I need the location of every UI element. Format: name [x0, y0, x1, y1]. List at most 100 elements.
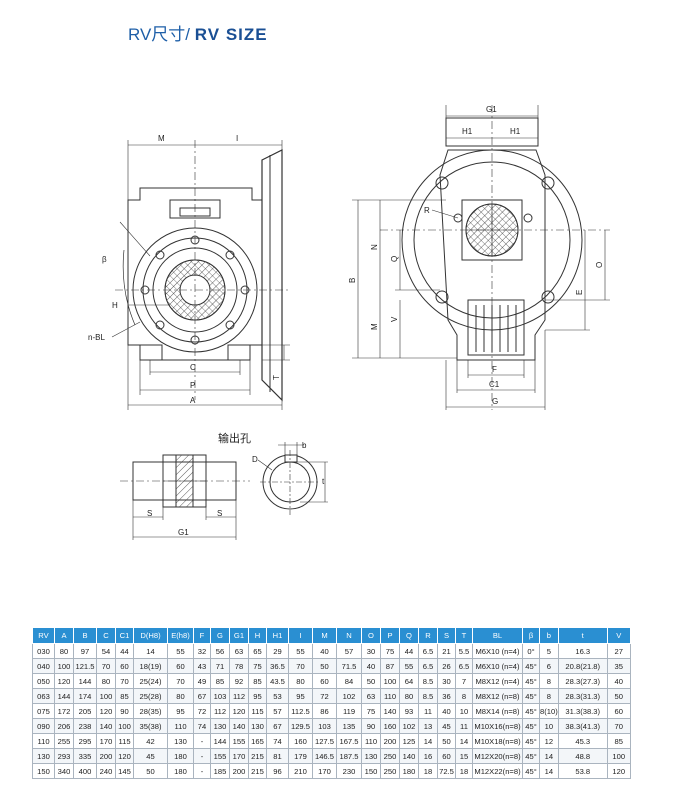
table-cell: 180	[167, 748, 194, 764]
table-cell: 8.5	[418, 688, 438, 704]
table-cell: 55	[167, 643, 194, 659]
table-cell: 14	[539, 763, 559, 779]
technical-drawing: M I β H n-BL C P A T	[88, 105, 610, 540]
side-view	[352, 105, 610, 410]
table-cell: 84	[336, 673, 362, 689]
table-cell: 140	[96, 718, 116, 734]
table-cell: 45.3	[557, 733, 608, 749]
table-cell: 67	[266, 718, 289, 734]
table-cell: 040	[32, 658, 55, 674]
table-cell: 180	[167, 763, 194, 779]
table-cell: 11	[418, 703, 438, 719]
table-header-cell: P	[380, 627, 400, 644]
table-cell: 205	[73, 703, 97, 719]
table-cell: 28(35)	[133, 703, 168, 719]
table-cell: 26	[437, 658, 456, 674]
table-cell: 170	[312, 763, 337, 779]
table-header-cell: A	[54, 627, 74, 644]
table-cell: 295	[73, 733, 97, 749]
table-cell: 144	[73, 673, 97, 689]
table-cell: 35	[606, 658, 631, 674]
table-header-cell: M	[312, 627, 337, 644]
table-cell: 120	[54, 673, 74, 689]
table-cell: 18	[455, 763, 473, 779]
table-cell: 240	[96, 763, 116, 779]
table-cell: 174	[73, 688, 97, 704]
table-cell: 103	[312, 718, 337, 734]
table-cell: 25(28)	[133, 688, 168, 704]
table-cell: 36	[437, 688, 456, 704]
table-cell: 25(24)	[133, 673, 168, 689]
table-cell: 12	[539, 733, 559, 749]
table-cell: 144	[210, 733, 230, 749]
table-cell: 8(10)	[539, 703, 559, 719]
table-header-cell: V	[606, 627, 631, 644]
table-header-cell: N	[336, 627, 362, 644]
table-cell: 42	[133, 733, 168, 749]
table-cell: 150	[361, 763, 381, 779]
table-cell: 50	[312, 658, 337, 674]
dim-label-M-side: M	[370, 323, 379, 330]
table-cell: 130	[32, 748, 55, 764]
table-cell: 43	[193, 658, 211, 674]
table-cell: 125	[399, 733, 419, 749]
table-cell: 54	[96, 643, 116, 659]
table-cell: 49	[193, 673, 211, 689]
side-view-labels: G1 H1 H1 R B N Q M V O E F C1 G	[348, 105, 604, 406]
table-cell: 90	[115, 703, 134, 719]
table-cell: 53.8	[557, 763, 608, 779]
table-cell: M6X10 (n=4)	[472, 643, 523, 659]
dim-label-nBL: n-BL	[88, 333, 105, 342]
table-cell: 60	[606, 703, 631, 719]
table-cell: 50	[361, 673, 381, 689]
table-cell: 6	[539, 658, 559, 674]
table-cell: 140	[229, 718, 249, 734]
table-cell: 100	[115, 718, 134, 734]
table-cell: 215	[248, 748, 267, 764]
table-cell: 16.3	[557, 643, 608, 659]
output-hole-drawing	[120, 442, 328, 540]
table-cell: 50	[133, 763, 168, 779]
table-cell: 40	[361, 658, 381, 674]
table-cell: 50	[606, 688, 631, 704]
table-cell: 335	[73, 748, 97, 764]
table-cell: M12X20(n=8)	[472, 748, 523, 764]
front-view	[111, 140, 290, 410]
table-cell: 18(19)	[133, 658, 168, 674]
table-cell: 10	[539, 718, 559, 734]
table-cell: 6.5	[418, 643, 438, 659]
table-cell: 13	[418, 718, 438, 734]
table-cell: 87	[380, 658, 400, 674]
table-cell: 44	[115, 643, 134, 659]
table-cell: 74	[193, 718, 211, 734]
output-hole-title: 输出孔	[218, 433, 251, 445]
table-cell: 10	[455, 703, 473, 719]
table-cell: 45	[437, 718, 456, 734]
table-cell: 115	[115, 733, 134, 749]
table-cell: 063	[32, 688, 55, 704]
table-cell: 165	[248, 733, 267, 749]
table-header-cell: T	[455, 627, 473, 644]
table-header-cell: G1	[229, 627, 249, 644]
table-cell: 340	[54, 763, 74, 779]
table-cell: 100	[606, 748, 631, 764]
table-cell: 5.5	[455, 643, 473, 659]
table-cell: 150	[32, 763, 55, 779]
dim-label-C: C	[190, 363, 196, 372]
table-cell: 30	[437, 673, 456, 689]
dim-label-G1-output: G1	[178, 528, 189, 537]
dim-label-t: t	[322, 477, 325, 486]
table-cell: 57	[336, 643, 362, 659]
title-en: RV SIZE	[194, 25, 268, 44]
table-cell: 85	[210, 673, 230, 689]
table-cell: 120	[96, 703, 116, 719]
table-cell: 40	[437, 703, 456, 719]
dim-label-O: O	[595, 262, 604, 268]
dim-label-S-right: S	[217, 509, 222, 518]
